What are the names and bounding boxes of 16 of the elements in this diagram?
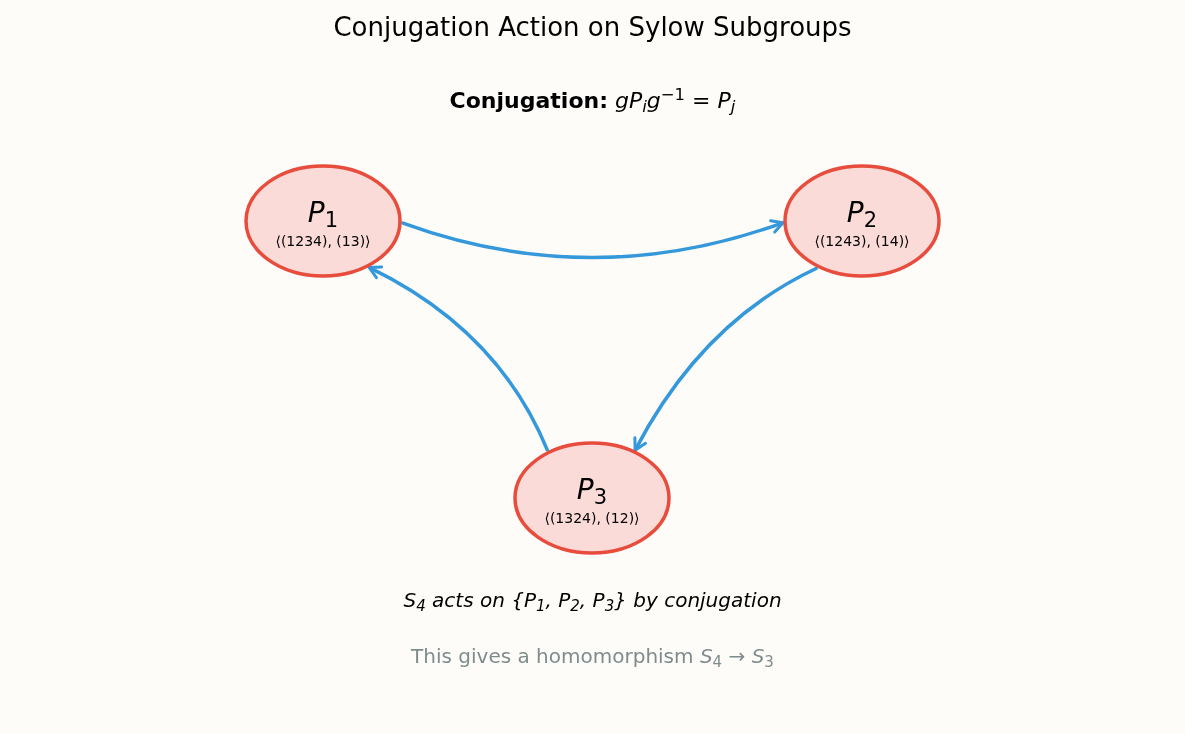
curved-arrow [367, 265, 549, 452]
curved-arrow [633, 266, 818, 452]
subgroup-ellipse [783, 164, 941, 278]
subgroup-name: P$_{2}$ [846, 196, 878, 229]
subgroup-ellipse [513, 441, 671, 555]
note-text: This gives a homomorphism S$_{4}$ → S$_{3}$ [411, 643, 774, 670]
subgroup-name: P$_{1}$ [307, 196, 339, 229]
subgroup-ellipse [244, 164, 402, 278]
generator-text: ⟨(1234), (13)⟩ [275, 231, 371, 250]
subgroup-name: P$_{3}$ [576, 473, 608, 506]
diagram-title: Conjugation Action on Sylow Subgroups [333, 11, 852, 44]
generator-text: ⟨(1324), (12)⟩ [544, 508, 640, 527]
formula-heading: Conjugation: gP$_{i}$g$^{−1}$ = P$_{j}$ [449, 86, 736, 116]
curved-arrow [401, 219, 785, 260]
statement-text: S$_{4}$ acts on {P$_{1}$, P$_{2}$, P$_{3}$} by conjugation [403, 587, 782, 614]
generator-text: ⟨(1243), (14)⟩ [814, 231, 910, 250]
